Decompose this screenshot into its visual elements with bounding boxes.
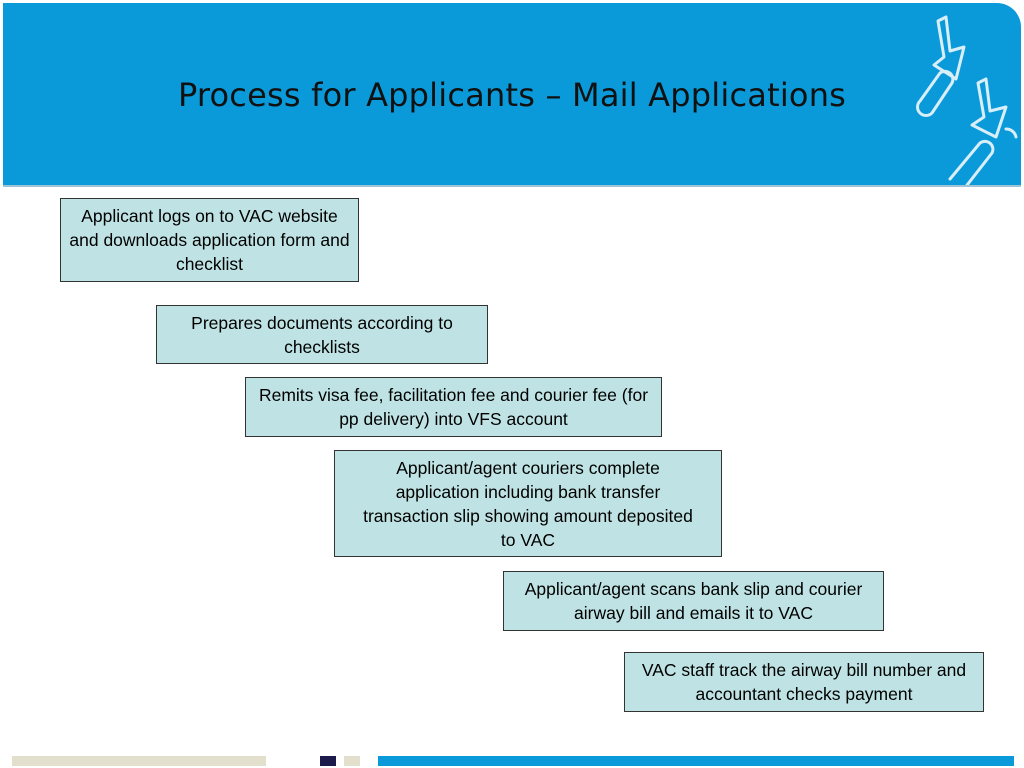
hand-pointer-arrows-icon xyxy=(916,15,1018,185)
footer-bar-blue xyxy=(378,756,1014,766)
footer-bar-beige-small xyxy=(344,756,360,766)
footer-bar-beige-left xyxy=(12,756,266,766)
header-banner: Process for Applicants – Mail Applicatio… xyxy=(3,3,1021,187)
process-step-2: Prepares documents according to checklis… xyxy=(156,305,488,364)
process-step-3: Remits visa fee, facilitation fee and co… xyxy=(245,377,662,437)
process-step-4: Applicant/agent couriers complete applic… xyxy=(334,450,722,557)
process-step-1: Applicant logs on to VAC website and dow… xyxy=(60,198,359,282)
page-title: Process for Applicants – Mail Applicatio… xyxy=(177,76,847,114)
process-step-5: Applicant/agent scans bank slip and cour… xyxy=(503,571,884,631)
footer-bar-navy xyxy=(320,756,336,766)
process-step-6: VAC staff track the airway bill number a… xyxy=(624,652,984,712)
